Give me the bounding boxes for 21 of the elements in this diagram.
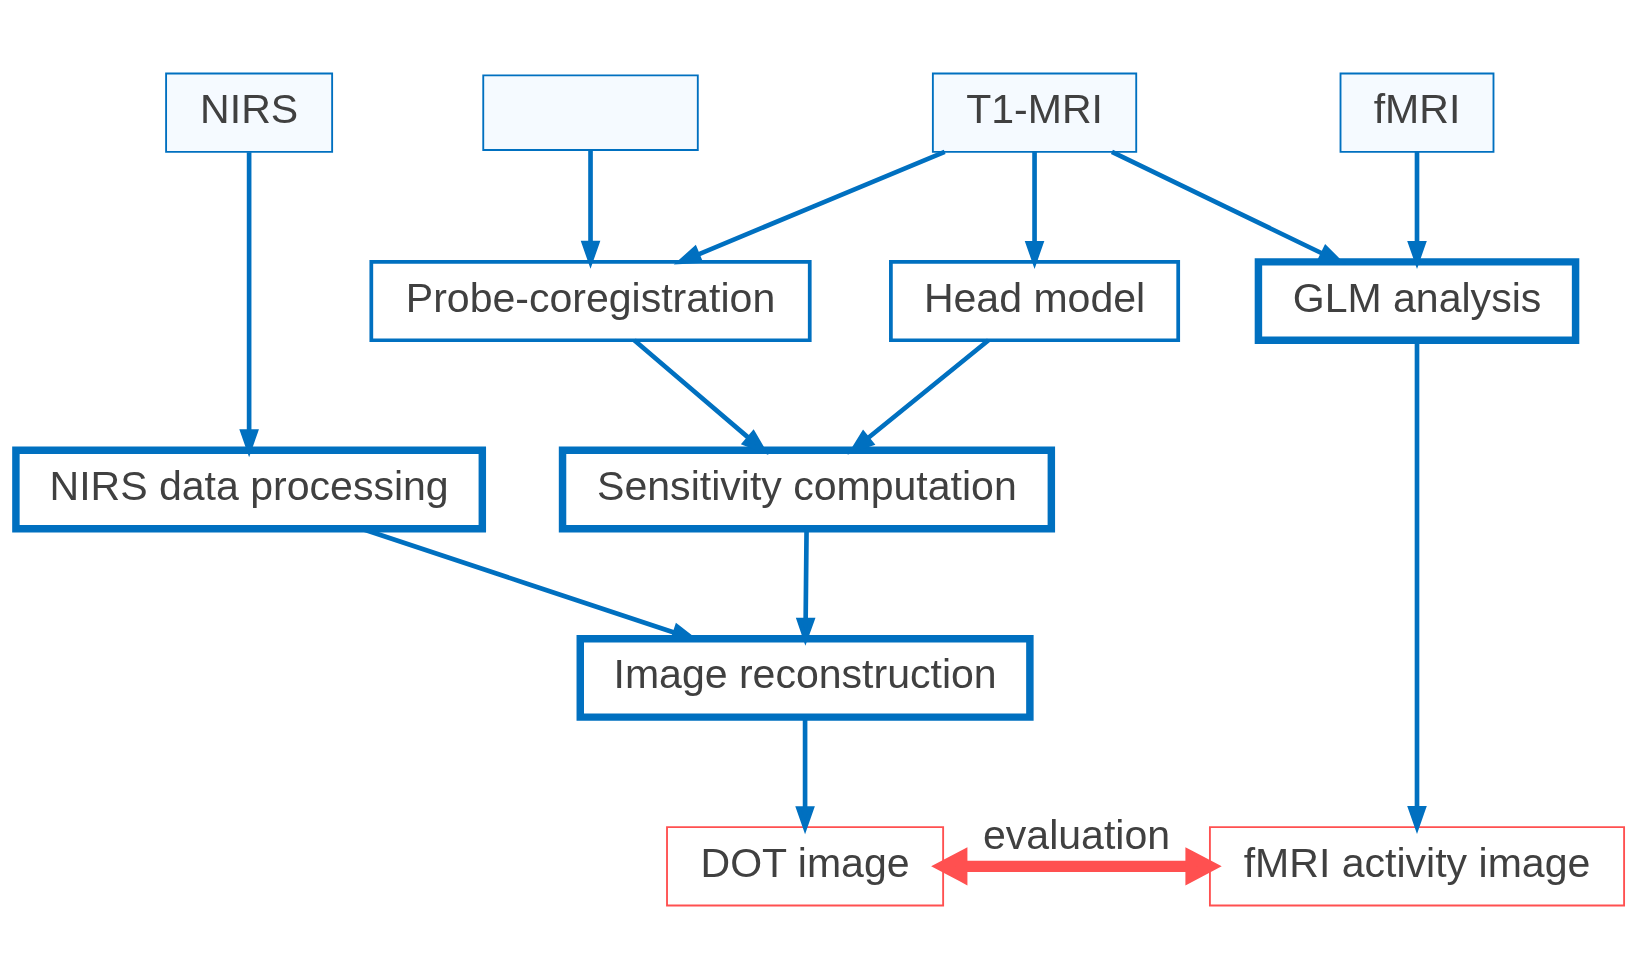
node-box: fMRI activity image bbox=[1209, 825, 1626, 906]
arrow bbox=[239, 151, 259, 457]
node-box: fMRI bbox=[1339, 72, 1495, 153]
node-box: Image reconstruction bbox=[576, 634, 1034, 721]
arrow bbox=[847, 338, 990, 455]
node-box: Probe-coregistration bbox=[369, 259, 812, 342]
node-box bbox=[482, 73, 699, 151]
edge-label: evaluation bbox=[982, 811, 1171, 858]
arrow bbox=[580, 149, 601, 269]
node-box: NIRS bbox=[165, 72, 334, 153]
arrow bbox=[1407, 151, 1427, 269]
arrow bbox=[632, 338, 769, 455]
node-box: Sensitivity computation bbox=[558, 446, 1056, 532]
node-box: GLM analysis bbox=[1254, 257, 1580, 344]
node-box: Head model bbox=[889, 259, 1181, 342]
arrow bbox=[931, 846, 1222, 885]
arrow bbox=[673, 149, 946, 265]
node-box: DOT image bbox=[666, 825, 945, 906]
node-box: T1-MRI bbox=[931, 72, 1138, 153]
arrow bbox=[1024, 151, 1045, 269]
node-box: NIRS data processing bbox=[12, 446, 487, 532]
